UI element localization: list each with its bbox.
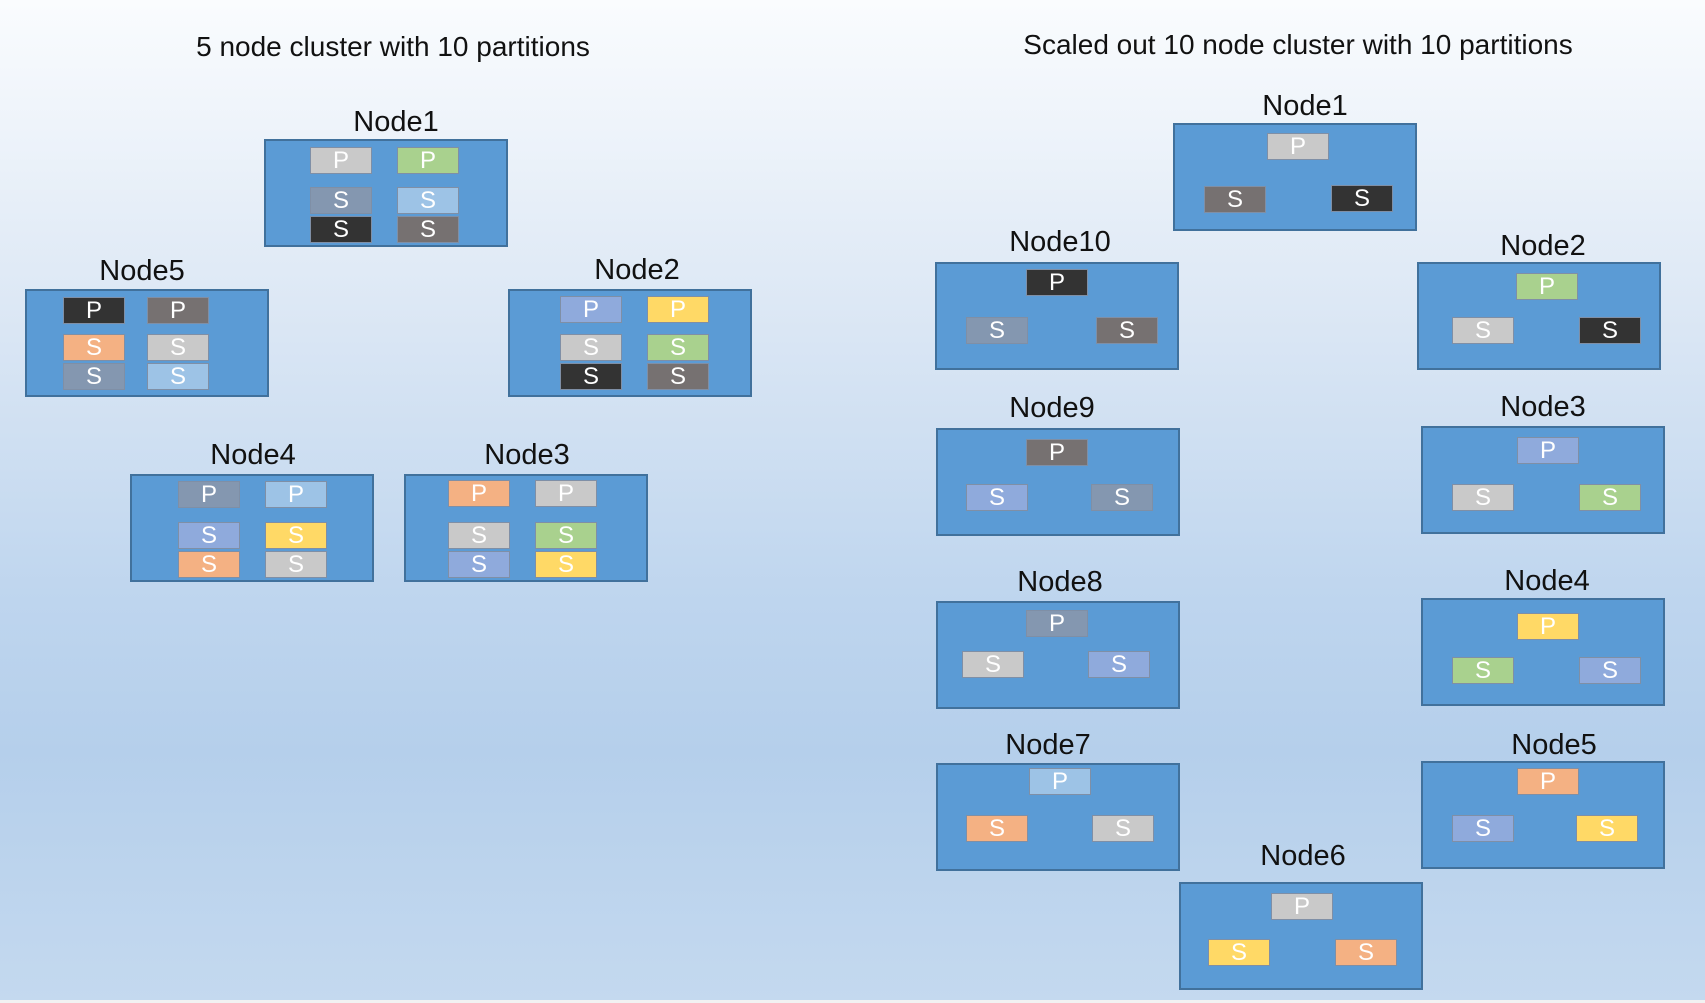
node-label: Node4	[1504, 565, 1590, 597]
primary-partition: P	[1026, 269, 1088, 296]
primary-partition: P	[1271, 893, 1333, 920]
secondary-partition: S	[647, 363, 709, 390]
primary-partition: P	[1029, 768, 1091, 795]
secondary-partition: S	[1208, 939, 1270, 966]
node-label: Node3	[1500, 391, 1586, 423]
secondary-partition: S	[1092, 815, 1154, 842]
primary-partition: P	[1517, 437, 1579, 464]
secondary-partition: S	[178, 522, 240, 549]
primary-partition: P	[560, 296, 622, 323]
node-label: Node4	[210, 439, 296, 471]
secondary-partition: S	[397, 187, 459, 214]
primary-partition: P	[1267, 133, 1329, 160]
secondary-partition: S	[265, 551, 327, 578]
secondary-partition: S	[310, 187, 372, 214]
secondary-partition: S	[535, 551, 597, 578]
slide-bottom-edge	[0, 1000, 1705, 1003]
node-label: Node2	[1500, 230, 1586, 262]
secondary-partition: S	[397, 216, 459, 243]
secondary-partition: S	[535, 522, 597, 549]
node-label: Node10	[1009, 226, 1111, 258]
secondary-partition: S	[1088, 651, 1150, 678]
node-label: Node9	[1009, 392, 1095, 424]
secondary-partition: S	[560, 363, 622, 390]
primary-partition: P	[1517, 768, 1579, 795]
node-label: Node5	[1511, 729, 1597, 761]
secondary-partition: S	[448, 551, 510, 578]
secondary-partition: S	[63, 363, 125, 390]
primary-partition: P	[63, 297, 125, 324]
secondary-partition: S	[1579, 657, 1641, 684]
node-label: Node2	[594, 254, 680, 286]
node-label: Node6	[1260, 840, 1346, 872]
primary-partition: P	[535, 480, 597, 507]
secondary-partition: S	[1452, 657, 1514, 684]
primary-partition: P	[397, 147, 459, 174]
node-label: Node8	[1017, 566, 1103, 598]
secondary-partition: S	[147, 334, 209, 361]
node-label: Node3	[484, 439, 570, 471]
secondary-partition: S	[1579, 317, 1641, 344]
secondary-partition: S	[1576, 815, 1638, 842]
node-label: Node1	[353, 106, 439, 138]
primary-partition: P	[1517, 613, 1579, 640]
secondary-partition: S	[1452, 484, 1514, 511]
secondary-partition: S	[1331, 185, 1393, 212]
node-label: Node1	[1262, 90, 1348, 122]
primary-partition: P	[147, 297, 209, 324]
primary-partition: P	[1026, 439, 1088, 466]
secondary-partition: S	[265, 522, 327, 549]
primary-partition: P	[1516, 273, 1578, 300]
node-label: Node7	[1005, 729, 1091, 761]
secondary-partition: S	[1091, 484, 1153, 511]
secondary-partition: S	[1452, 317, 1514, 344]
secondary-partition: S	[1579, 484, 1641, 511]
primary-partition: P	[265, 481, 327, 508]
node-label: Node5	[99, 255, 185, 287]
secondary-partition: S	[966, 815, 1028, 842]
secondary-partition: S	[966, 484, 1028, 511]
primary-partition: P	[310, 147, 372, 174]
secondary-partition: S	[63, 334, 125, 361]
secondary-partition: S	[647, 334, 709, 361]
left-title: 5 node cluster with 10 partitions	[196, 31, 590, 62]
secondary-partition: S	[310, 216, 372, 243]
secondary-partition: S	[560, 334, 622, 361]
primary-partition: P	[448, 480, 510, 507]
secondary-partition: S	[1335, 939, 1397, 966]
secondary-partition: S	[966, 317, 1028, 344]
secondary-partition: S	[1452, 815, 1514, 842]
secondary-partition: S	[962, 651, 1024, 678]
primary-partition: P	[647, 296, 709, 323]
secondary-partition: S	[1204, 186, 1266, 213]
secondary-partition: S	[448, 522, 510, 549]
secondary-partition: S	[178, 551, 240, 578]
secondary-partition: S	[1096, 317, 1158, 344]
secondary-partition: S	[147, 363, 209, 390]
primary-partition: P	[178, 481, 240, 508]
primary-partition: P	[1026, 610, 1088, 637]
right-title: Scaled out 10 node cluster with 10 parti…	[1023, 29, 1573, 60]
